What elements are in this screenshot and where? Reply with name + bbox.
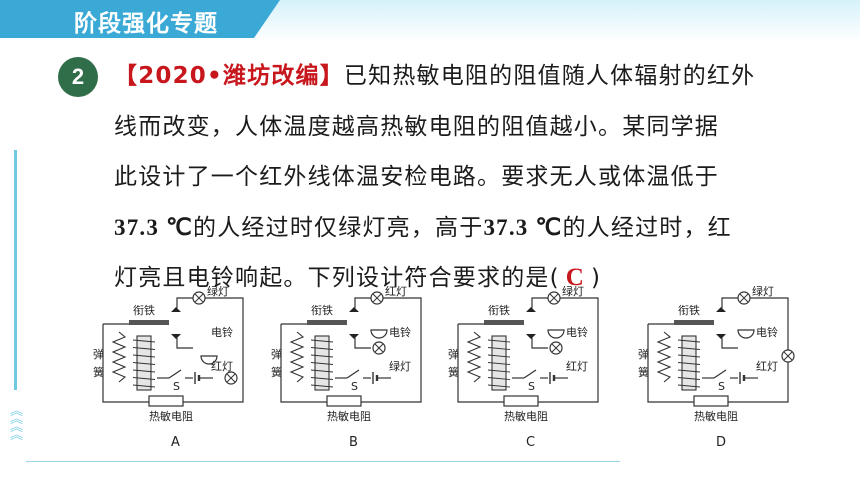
bottom-divider (26, 461, 620, 462)
thermistor-icon (693, 395, 729, 407)
spring-label-1: 弹 (271, 347, 282, 361)
switch-icon (523, 369, 537, 379)
lamp-top-icon (370, 291, 384, 305)
switch-label: S (351, 380, 358, 393)
thermistor-icon (326, 395, 362, 407)
bell-icon (200, 355, 218, 365)
spring-label-2: 簧 (448, 365, 459, 379)
armature-label: 衔铁 (311, 304, 333, 317)
question-line-2: 线而改变，人体温度越高热敏电阻的阻值越小。某同学据 (114, 113, 719, 140)
question-number-badge: 2 (58, 57, 98, 97)
top-device-label: 绿灯 (562, 286, 584, 298)
spring-label-1: 弹 (93, 347, 104, 361)
armature-label: 衔铁 (133, 304, 155, 317)
question-line-3: 此设计了一个红外线体温安检电路。要求无人或体温低于 (114, 164, 719, 190)
thermistor-label: 热敏电阻 (504, 409, 548, 423)
lamp-low-icon (549, 341, 563, 355)
low-device-label: 红灯 (756, 360, 778, 373)
header-title: 阶段强化专题 (74, 11, 218, 37)
thermistor-label: 热敏电阻 (694, 409, 738, 423)
bell-icon (737, 329, 755, 339)
low-device-label: 红灯 (566, 360, 588, 373)
switch-icon (346, 369, 360, 379)
option-letter-b: B (349, 435, 358, 450)
lamp-low-icon (224, 371, 238, 385)
bell-icon (370, 329, 388, 339)
contacts-icon (716, 307, 726, 339)
temp-value-1: 37.3 ℃ (114, 214, 194, 240)
question-line-1: 已知热敏电阻的阻值随人体辐射的红外 (343, 63, 756, 89)
spring-icon (466, 331, 482, 383)
armature-icon (674, 320, 714, 325)
contacts-icon (526, 307, 536, 339)
thermistor-icon (148, 395, 184, 407)
armature-label: 衔铁 (678, 304, 700, 317)
thermistor-label: 热敏电阻 (149, 409, 193, 423)
low-device-label: 红灯 (211, 360, 233, 373)
thermistor-label: 热敏电阻 (327, 409, 371, 423)
top-device-label: 绿灯 (207, 286, 229, 298)
mid-device-label: 电铃 (566, 325, 588, 339)
question-line-4a: 的人经过时仅绿灯亮，高于 (193, 214, 484, 241)
question-line-4b: 的人经过时，红 (562, 214, 732, 241)
spring-label-2: 簧 (638, 365, 649, 379)
mid-device-label: 电铃 (211, 325, 233, 339)
switch-icon (168, 369, 182, 379)
switch-label: S (173, 380, 180, 393)
option-letter-c: C (526, 435, 535, 450)
lamp-low-icon (372, 341, 386, 355)
switch-icon (713, 369, 727, 379)
lamp-low-icon (781, 349, 795, 363)
thermistor-icon (503, 395, 539, 407)
option-letter-d: D (716, 435, 726, 450)
mid-device-label: 电铃 (756, 325, 778, 339)
spring-icon (289, 331, 305, 383)
top-device-label: 红灯 (385, 286, 407, 298)
armature-icon (129, 320, 169, 325)
contacts-icon (349, 307, 359, 339)
left-accent-bar (14, 150, 17, 390)
top-device-label: 绿灯 (752, 286, 774, 298)
scroll-chevrons-icon[interactable]: ︽︽︽︽ (10, 404, 24, 443)
option-letter-a: A (171, 435, 180, 450)
spring-icon (656, 331, 672, 383)
question-line-5: 灯亮且电铃响起。下列设计符合要求的是( (114, 265, 560, 291)
mid-device-label: 电铃 (389, 325, 411, 339)
contacts-icon (171, 307, 181, 339)
armature-icon (307, 320, 347, 325)
spring-label-2: 簧 (93, 365, 104, 379)
spring-label-2: 簧 (271, 365, 282, 379)
header-tab (0, 0, 280, 38)
spring-label-1: 弹 (448, 347, 459, 361)
answer-letter: C (565, 264, 586, 291)
question-source: 【2020•潍坊改编】 (114, 63, 344, 89)
question-line-5-end: ) (591, 265, 602, 291)
question-text: 【2020•潍坊改编】已知热敏电阻的阻值随人体辐射的红外 线而改变，人体温度越高… (114, 51, 804, 304)
spring-icon (111, 331, 127, 383)
bell-icon (547, 329, 565, 339)
armature-icon (484, 320, 524, 325)
armature-label: 衔铁 (488, 304, 510, 317)
lamp-top-icon (737, 291, 751, 305)
switch-label: S (528, 380, 535, 393)
circuit-diagrams: 衔铁弹簧S热敏电阻绿灯电铃红灯A衔铁弹簧S热敏电阻红灯电铃绿灯B衔铁弹簧S热敏电… (93, 286, 795, 450)
spring-label-1: 弹 (638, 347, 649, 361)
lamp-top-icon (192, 291, 206, 305)
temp-value-2: 37.3 ℃ (483, 214, 563, 240)
lamp-top-icon (547, 291, 561, 305)
low-device-label: 绿灯 (389, 359, 411, 373)
switch-label: S (718, 380, 725, 393)
